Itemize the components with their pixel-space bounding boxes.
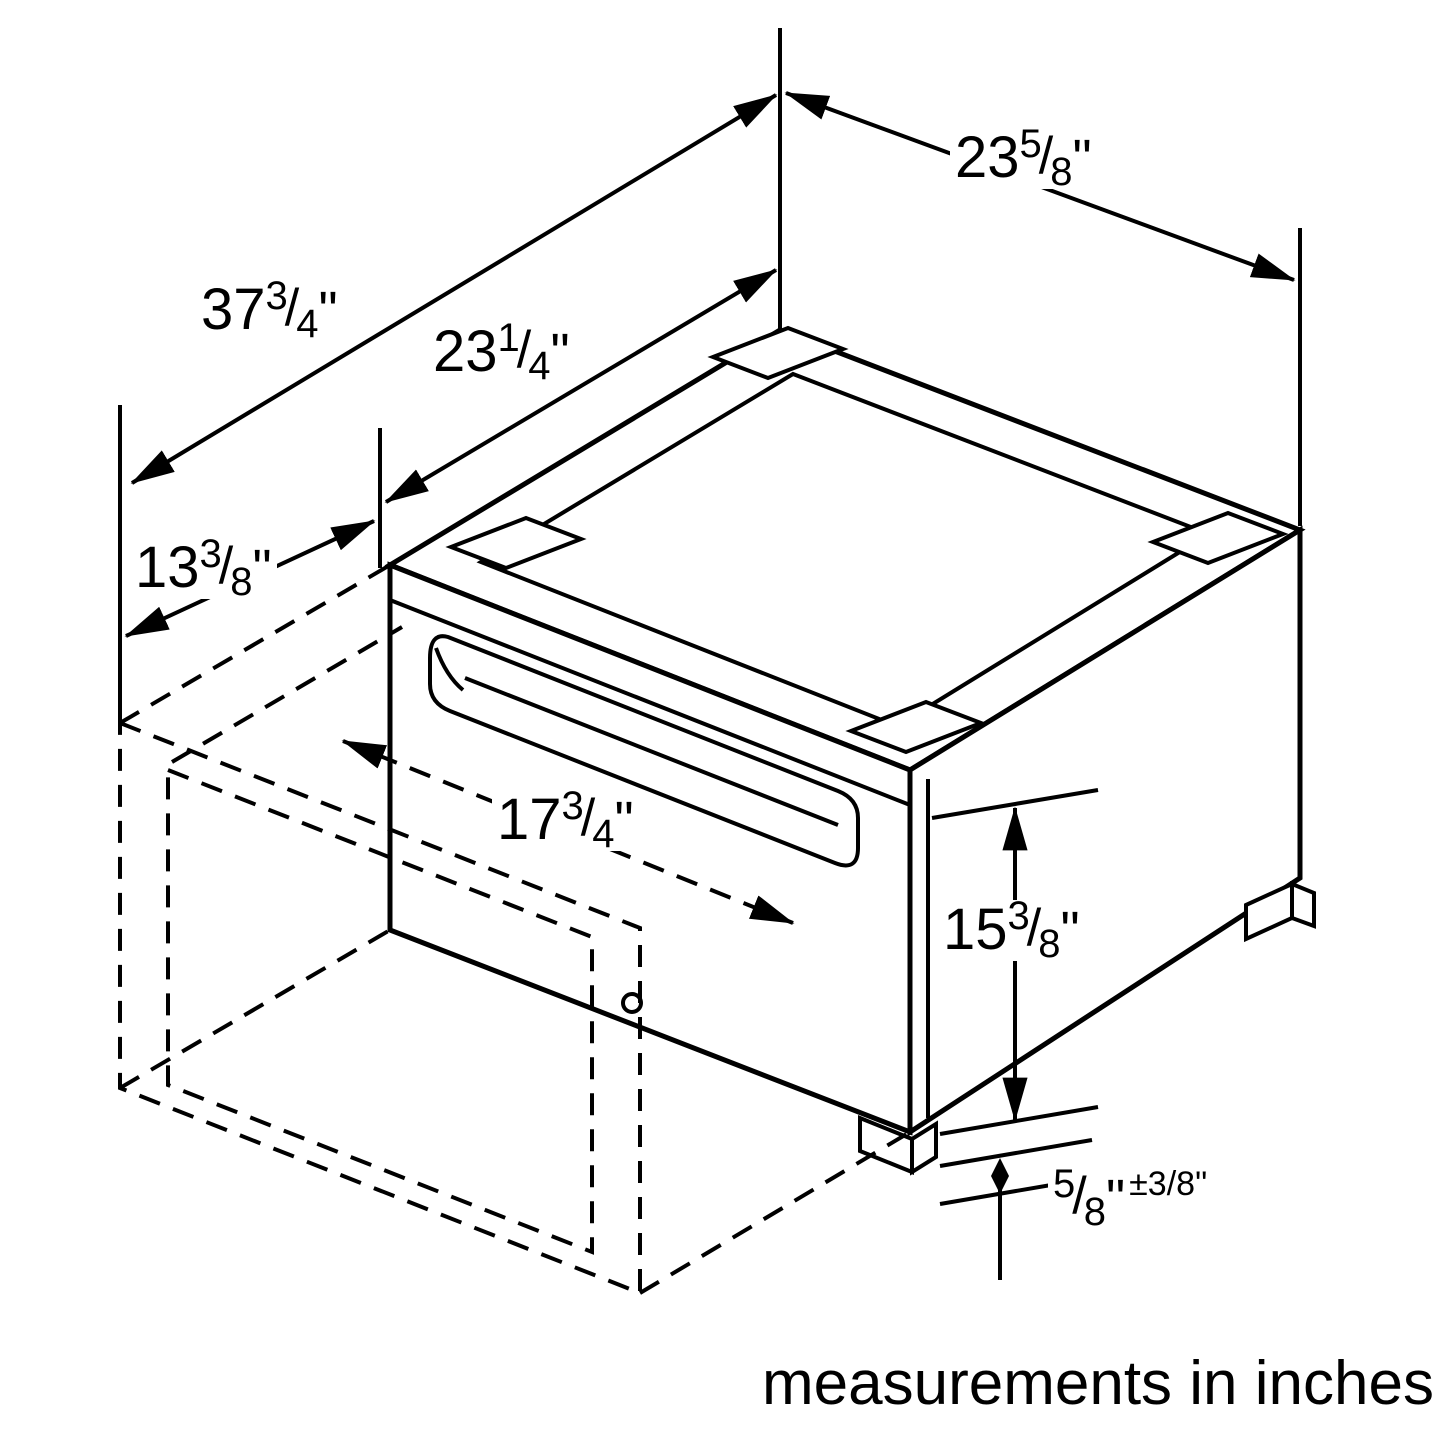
frac-slash: / xyxy=(218,537,234,595)
frac-slash: / xyxy=(1038,127,1054,185)
frac-denominator: 4 xyxy=(296,302,319,346)
dim-line-width xyxy=(384,268,778,504)
drawer-front-top-edge xyxy=(389,598,911,807)
frac-denominator: 8 xyxy=(1083,1190,1106,1234)
inch-mark: " xyxy=(1195,1165,1208,1203)
frac-denominator: 8 xyxy=(1038,922,1061,966)
inch-mark: " xyxy=(318,281,338,341)
dim-whole: 15 xyxy=(943,897,1008,962)
frac-slash: / xyxy=(1026,899,1042,957)
dim-whole: 23 xyxy=(955,125,1020,190)
reference-lines xyxy=(118,28,1302,723)
tolerance-denominator: 8 xyxy=(1176,1165,1196,1203)
dim-line-foot xyxy=(991,1158,1009,1280)
front-foot-side xyxy=(910,1120,938,1176)
dim-label-offset: 133/8" xyxy=(130,533,277,603)
frac-numerator: 3 xyxy=(1007,894,1030,938)
leveling-feet xyxy=(858,880,1316,1176)
frac-denominator: 8 xyxy=(1050,150,1073,194)
frac-slash: / xyxy=(516,321,532,379)
dim-label-extension: 173/4" xyxy=(492,785,639,855)
inch-mark: " xyxy=(1105,1169,1126,1229)
frac-slash: / xyxy=(284,279,300,337)
dim-line-extension xyxy=(341,739,795,925)
frac-numerator: 3 xyxy=(561,784,584,828)
drawer-hole-detail xyxy=(621,992,643,1014)
frac-denominator: 4 xyxy=(528,344,551,388)
frac-denominator: 8 xyxy=(230,560,253,604)
dim-whole: 37 xyxy=(201,277,266,342)
inch-mark: " xyxy=(1060,901,1080,961)
top-corner-tabs xyxy=(445,325,1289,755)
inch-mark: " xyxy=(550,323,570,383)
dim-label-depth: 235/8" xyxy=(950,123,1097,193)
frac-numerator: 5 xyxy=(1019,122,1042,166)
cabinet-solid xyxy=(384,325,1306,1137)
inch-mark: " xyxy=(614,791,634,851)
frac-numerator: 5 xyxy=(1053,1162,1076,1206)
frac-numerator: 3 xyxy=(265,274,288,318)
frac-slash: / xyxy=(1072,1167,1087,1225)
frac-slash: / xyxy=(580,789,596,847)
frac-slash: / xyxy=(1166,1165,1177,1203)
inch-mark: " xyxy=(1072,129,1092,189)
units-caption: measurements in inches xyxy=(762,1349,1434,1418)
right-foot-side xyxy=(1290,881,1316,929)
dim-label-height: 153/8" xyxy=(938,895,1085,965)
dim-whole: 13 xyxy=(135,535,200,600)
dim-whole: 23 xyxy=(433,319,498,384)
frac-denominator: 4 xyxy=(592,812,615,856)
inch-mark: " xyxy=(252,539,272,599)
tolerance-sign: ± xyxy=(1129,1165,1148,1203)
dim-whole: 17 xyxy=(497,787,562,852)
tolerance-numerator: 3 xyxy=(1147,1165,1167,1203)
tolerance: ±3/8" xyxy=(1129,1165,1207,1203)
dim-label-width: 231/4" xyxy=(428,317,575,387)
dim-label-foot: 5/8"±3/8" xyxy=(1048,1163,1213,1233)
frac-numerator: 3 xyxy=(199,532,222,576)
dim-label-diagonal: 373/4" xyxy=(196,275,343,345)
frac-numerator: 1 xyxy=(497,316,520,360)
